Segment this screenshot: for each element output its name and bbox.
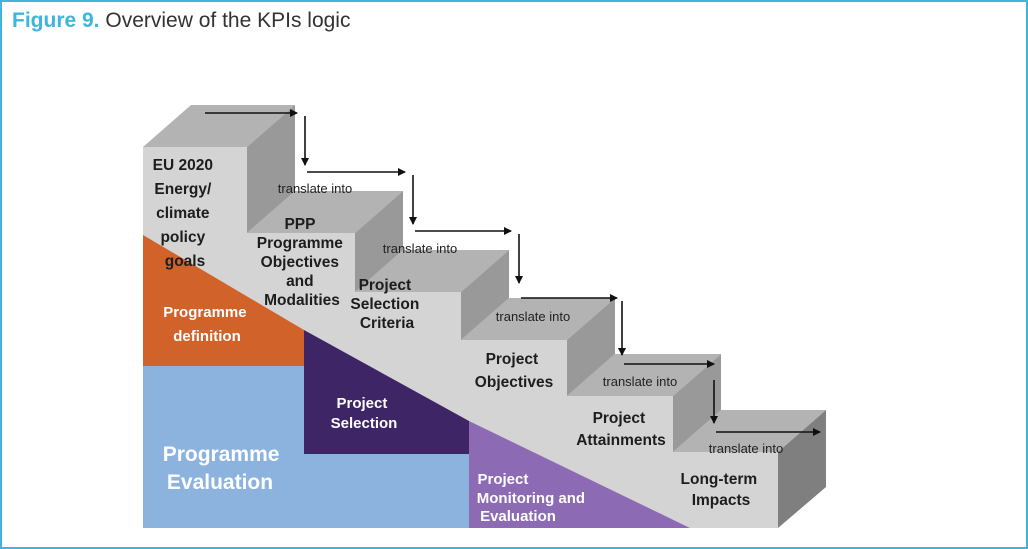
connector-label-1: translate into [278,181,352,196]
connector-labels: translate into translate into translate … [278,181,783,456]
zone-label-project-selection: Project Selection [331,395,398,432]
zone-label-project-monitoring: Project Monitoring and Evaluation [477,471,589,525]
zone-labels: Programme definition Project Selection P… [163,304,589,525]
stair-tread-3 [355,250,509,292]
translate-arrows [205,109,821,436]
stair-riser-5 [673,354,721,452]
stair-riser-2 [355,191,403,292]
zone-project-monitoring [469,421,690,528]
zone-programme-definition [143,235,304,366]
step-label-project-objectives: Project Objectives [475,351,553,391]
zone-label-programme-evaluation: Programme Evaluation [163,443,286,494]
stair-tread-1 [143,105,295,147]
step-labels: EU 2020 Energy/ climate policy goals PPP… [153,157,762,509]
step-label-programme-objectives: PPP Programme Objectives and Modalities [257,216,347,309]
connector-label-5: translate into [709,441,783,456]
colored-zones [143,235,690,528]
connector-label-4: translate into [603,374,677,389]
step-label-eu-goals: EU 2020 Energy/ climate policy goals [153,157,218,270]
step-label-project-attainments: Project Attainments [576,410,666,449]
step-label-selection-criteria: Project Selection Criteria [350,277,423,332]
stair-riser-1 [247,105,295,233]
stair-tread-4 [461,298,615,340]
stair-riser-3 [461,250,509,340]
step-label-long-term-impacts: Long-term Impacts [681,471,762,509]
zone-programme-evaluation [143,366,469,528]
figure-title: Overview of the KPIs logic [105,9,351,32]
zone-label-programme-definition: Programme definition [163,304,251,345]
connector-label-3: translate into [496,309,570,324]
stair-end-face [778,410,826,528]
zone-project-selection [304,330,469,454]
figure-number: Figure 9. [12,9,100,32]
connector-label-2: translate into [383,241,457,256]
figure-header: Figure 9. Overview of the KPIs logic [12,7,350,35]
stair-tread-2 [247,191,403,233]
stair-riser-4 [567,298,615,396]
